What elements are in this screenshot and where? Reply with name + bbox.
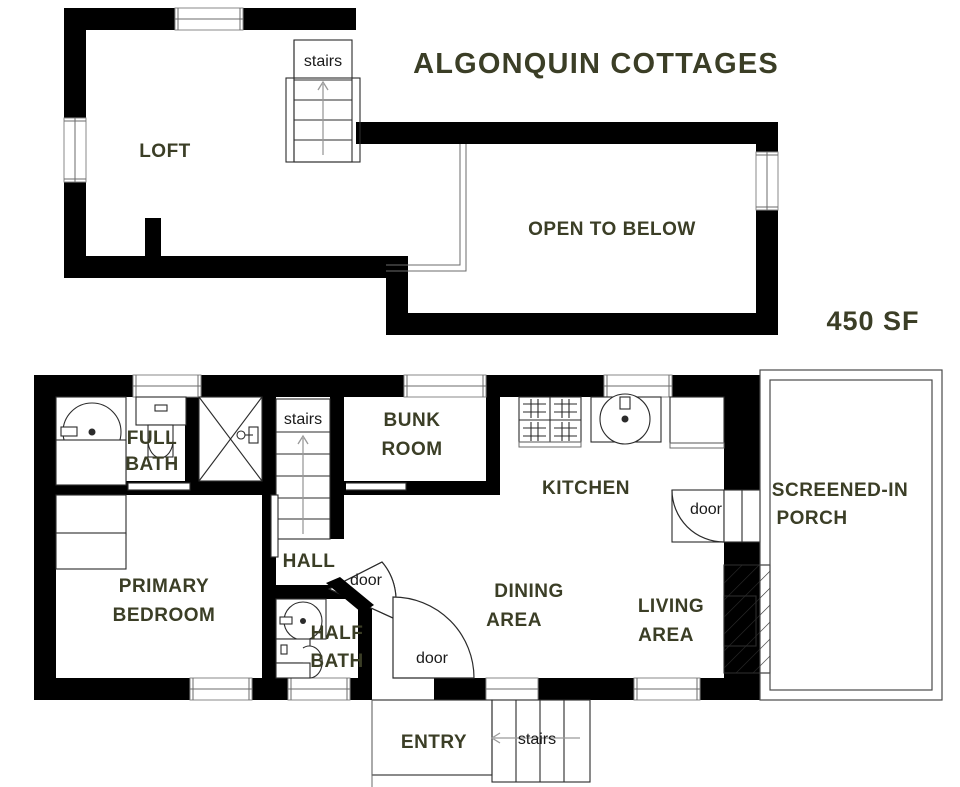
door-porch — [671, 489, 761, 543]
door-entry-swing — [392, 596, 475, 679]
window-entry-door-sidelight — [485, 677, 539, 701]
window-lower-bottom-3 — [633, 677, 701, 701]
window-lower-top-3 — [603, 374, 673, 398]
fireplace-fixture — [723, 564, 771, 674]
entry-porch-structure — [371, 699, 591, 787]
lower-stairs — [275, 398, 331, 540]
wall-halfbath-left — [262, 585, 276, 678]
kitchen-sink-fixture — [590, 393, 662, 445]
entry-opening — [372, 678, 434, 700]
room-label-dining-area-line1: DINING — [494, 581, 564, 602]
area-label: 450 SF — [826, 306, 919, 336]
toilet-fullbath-fixture — [135, 396, 187, 459]
room-label-loft: LOFT — [139, 141, 191, 162]
room-label-half-bath-line1: HALF — [311, 623, 364, 644]
upper-stairs — [285, 39, 361, 163]
room-label-half-bath-line2: BATH — [310, 651, 363, 672]
halfbath-door-leaf — [326, 577, 374, 613]
door-fullbath — [127, 482, 191, 491]
page-title: ALGONQUIN COTTAGES — [413, 48, 779, 80]
stove-fixture — [518, 396, 582, 448]
wall-bunkroom-right — [486, 397, 500, 495]
window-upper-left — [63, 117, 87, 183]
room-label-full-bath-line1: FULL — [127, 428, 178, 449]
room-label-living-area-line2: AREA — [638, 625, 694, 646]
bath-counter-fixture — [55, 439, 127, 570]
door-halfbath-label: door — [350, 572, 383, 589]
refrigerator-fixture — [669, 396, 725, 449]
room-label-bunk-room-line1: BUNK — [384, 410, 441, 431]
window-lower-bottom-1 — [189, 677, 253, 701]
screened-porch-structure — [759, 369, 943, 701]
upper-railing-line — [386, 144, 461, 266]
door-hall-jamb — [270, 494, 279, 558]
room-label-primary-bedroom-line1: PRIMARY — [119, 576, 209, 597]
door-entry-label: door — [416, 650, 449, 667]
halfbath-toilet-fixture — [275, 638, 323, 679]
door-porch-label: door — [690, 501, 723, 518]
lower-stairs-label: stairs — [284, 411, 322, 428]
upper-open-floor — [334, 30, 756, 313]
upper-floor-plan: stairs LOFT OPEN TO BELOW — [63, 7, 779, 335]
room-label-porch-line1: SCREENED-IN — [772, 480, 908, 501]
wall-fullbath-left — [185, 397, 199, 493]
wall-kitchen-porch-upper — [724, 375, 760, 490]
window-lower-top-1 — [132, 374, 202, 398]
loft-partial-wall — [145, 218, 161, 278]
entry-stairs-label: stairs — [518, 731, 556, 748]
door-bunkroom — [336, 481, 407, 495]
room-label-open-to-below: OPEN TO BELOW — [528, 219, 696, 240]
loft-floor — [86, 30, 334, 256]
room-label-primary-bedroom-line2: BEDROOM — [113, 605, 216, 626]
room-label-bunk-room-line2: ROOM — [381, 439, 442, 460]
wall-stairs-right — [330, 397, 344, 539]
room-label-full-bath-line2: BATH — [125, 454, 178, 475]
window-upper-top — [174, 7, 244, 31]
room-label-entry: ENTRY — [401, 732, 467, 753]
room-label-hall: HALL — [283, 551, 336, 572]
window-lower-top-2 — [403, 374, 487, 398]
wall-bath-shower-bottom — [185, 481, 276, 495]
shower-stall-fixture — [198, 396, 263, 482]
upper-stairs-label: stairs — [304, 53, 342, 70]
upper-railing-line-2 — [386, 144, 467, 272]
halfbath-sink-fixture — [275, 598, 327, 641]
room-label-living-area-line1: LIVING — [638, 596, 704, 617]
room-label-kitchen: KITCHEN — [542, 478, 630, 499]
upper-wall-notch — [386, 278, 408, 313]
room-label-dining-area-line2: AREA — [486, 610, 542, 631]
lower-floor-plan: stairs — [34, 369, 943, 787]
room-label-porch-line2: PORCH — [776, 508, 847, 529]
window-upper-right — [755, 151, 779, 211]
window-lower-bottom-2 — [287, 677, 351, 701]
